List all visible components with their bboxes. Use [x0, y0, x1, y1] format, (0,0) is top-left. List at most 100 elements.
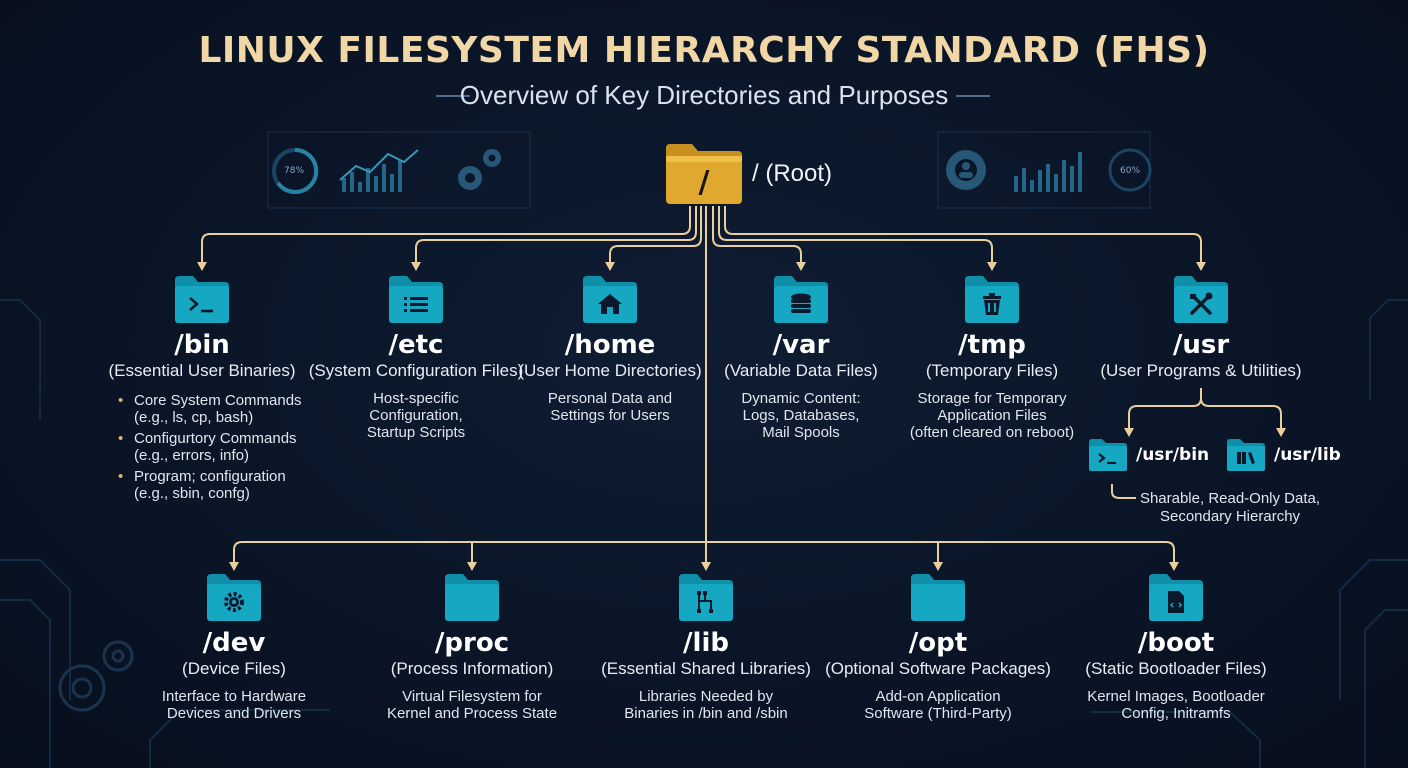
books-icon [1237, 452, 1255, 464]
wire-var [712, 206, 802, 266]
dir-dev[interactable]: /dev (Device Files) Interface to Hardwar… [114, 572, 354, 722]
folder-usr-lib [1227, 439, 1265, 471]
dir-name: /bin [174, 330, 230, 360]
folder-proc [443, 572, 501, 622]
wire-etc [415, 206, 697, 266]
folder-dev [205, 572, 263, 622]
wire-home [609, 206, 702, 266]
folder-tmp [963, 274, 1021, 324]
page-subtitle: Overview of Key Directories and Purposes [459, 80, 949, 110]
dir-description: (Variable Data Files) [724, 361, 878, 380]
gears-icon [458, 149, 501, 190]
folder-lib [677, 572, 735, 622]
terminal-icon [1098, 453, 1116, 465]
dir-name: /var [772, 330, 830, 360]
right-dashboard-panel [937, 131, 1152, 209]
bottom-left-gears-icon [58, 640, 134, 712]
dir-details: Dynamic Content:Logs, Databases,Mail Spo… [741, 390, 861, 441]
wire-bin [201, 206, 691, 266]
list-icon [404, 297, 428, 312]
dir-usr-lib[interactable]: /usr/lib [1226, 438, 1341, 472]
dir-description: (Device Files) [182, 659, 286, 678]
folder-home [581, 274, 639, 324]
right-gauge-icon [1108, 148, 1152, 192]
list-item: •Configurtory Commands(e.g., errors, inf… [118, 430, 297, 464]
list-item: •Program; configuration(e.g., sbin, conf… [118, 468, 286, 502]
right-bar-chart-icon [1014, 152, 1082, 192]
dir-description: (Process Information) [390, 659, 554, 678]
right-gauge-value: 60% [1120, 166, 1141, 176]
wire-bottom-bus [233, 541, 1175, 566]
dir-lib[interactable]: /lib (Essential Shared Libraries) Librar… [586, 572, 826, 722]
folder-boot [1147, 572, 1205, 622]
dir-opt[interactable]: /opt (Optional Software Packages) Add-on… [818, 572, 1058, 722]
left-dashboard-panel [267, 131, 531, 209]
bin-bullet-list: •Core System Commands(e.g., ls, cp, bash… [110, 392, 322, 502]
subtitle-rule-right [956, 95, 990, 97]
bar-chart-icon [342, 160, 402, 192]
circuit-traces [0, 299, 1408, 768]
folder-var [772, 274, 830, 324]
dir-description: (System Configuration Files) [308, 361, 524, 380]
dir-name: /usr [1172, 330, 1230, 360]
wire-usr [724, 206, 1202, 266]
terminal-icon [189, 297, 213, 313]
wire-usr-split [1128, 388, 1282, 432]
trash-icon [983, 293, 1001, 315]
wire-usr-note [1111, 484, 1136, 499]
dir-name: /proc [434, 628, 510, 658]
gear-user-icon [946, 150, 986, 190]
dir-bin[interactable]: /bin (Essential User Binaries) •Core Sys… [82, 274, 322, 506]
root-folder-icon[interactable]: / [664, 140, 744, 206]
dir-description: (User Home Directories) [518, 361, 702, 380]
folder-bin [173, 274, 231, 324]
root-label: / (Root) [752, 160, 833, 187]
dir-name: /home [564, 330, 656, 360]
left-gauge-value: 78% [284, 166, 305, 176]
dir-name: /etc [388, 330, 444, 360]
folder-etc [387, 274, 445, 324]
house-icon [598, 294, 622, 314]
folder-usr [1172, 274, 1230, 324]
dir-name: /tmp [958, 330, 1026, 360]
dir-name: /boot [1137, 628, 1215, 658]
dir-description: (Essential Shared Libraries) [601, 659, 811, 678]
subtitle-rule-left [436, 95, 470, 97]
dir-description: (Temporary Files) [925, 361, 1059, 380]
folder-usr-bin [1089, 439, 1127, 471]
page-title: LINUX FILESYSTEM HIERARCHY STANDARD (FHS… [198, 30, 1210, 71]
dir-name: /lib [683, 628, 729, 658]
dir-var[interactable]: /var (Variable Data Files) Dynamic Conte… [681, 274, 921, 441]
dir-etc[interactable]: /etc (System Configuration Files) Host-s… [296, 274, 536, 441]
dir-description: (User Programs & Utilities) [1100, 361, 1302, 380]
dir-usr[interactable]: /usr (User Programs & Utilities) [1081, 274, 1321, 382]
database-icon [791, 293, 811, 313]
dir-name: /usr/lib [1274, 445, 1341, 465]
wire-tmp [718, 206, 993, 266]
dir-boot[interactable]: /boot (Static Bootloader Files) Kernel I… [1056, 572, 1296, 722]
dir-usr-bin[interactable]: /usr/bin [1088, 438, 1209, 472]
gear-icon [224, 592, 244, 612]
dir-description: (Static Bootloader Files) [1085, 659, 1267, 678]
dir-proc[interactable]: /proc (Process Information) Virtual File… [352, 572, 592, 722]
tools-icon [1190, 294, 1212, 315]
file-code-icon [1168, 591, 1184, 613]
dir-name: /dev [202, 628, 266, 658]
dir-name: /opt [908, 628, 968, 658]
dir-tmp[interactable]: /tmp (Temporary Files) Storage for Tempo… [872, 274, 1112, 441]
dir-home[interactable]: /home (User Home Directories) Personal D… [490, 274, 730, 424]
dir-description: (Optional Software Packages) [825, 659, 1051, 678]
folder-opt [909, 572, 967, 622]
list-item: •Core System Commands(e.g., ls, cp, bash… [118, 392, 302, 426]
root-glyph: / [699, 165, 710, 200]
dir-name: /usr/bin [1136, 445, 1210, 465]
